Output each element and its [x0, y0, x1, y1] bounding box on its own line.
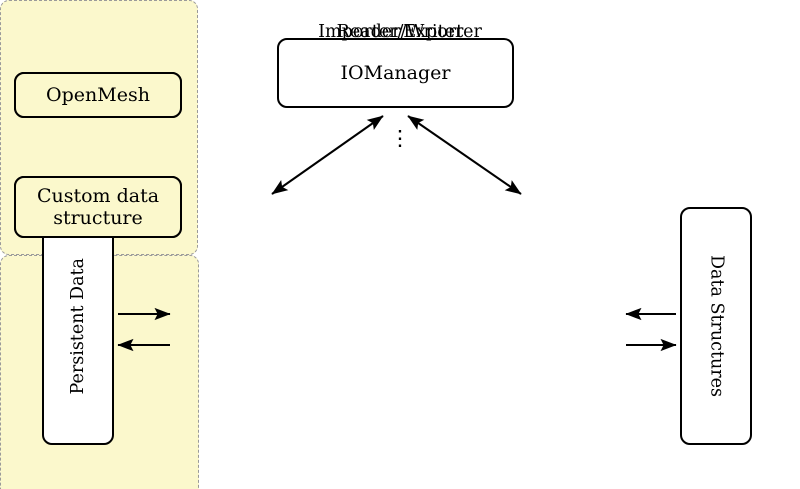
group-importer-exporter-item-custom-data-structure[interactable]: Custom data structure [14, 176, 182, 238]
node-persistent-data[interactable]: Persistent Data [42, 207, 114, 445]
data-structures-label: Data Structures [706, 255, 727, 397]
item-label-custom-data-structure-line2: structure [53, 207, 143, 229]
group-reader-writer-ellipsis: ⋮ [389, 126, 411, 150]
node-iomanager[interactable]: IOManager [277, 38, 514, 108]
group-importer-exporter-ellipsis: ⋮ [389, 126, 411, 150]
group-importer-exporter-item-openmesh[interactable]: OpenMesh [14, 72, 182, 118]
persistent-data-label: Persistent Data [67, 257, 88, 395]
node-data-structures[interactable]: Data Structures [680, 207, 752, 445]
group-importer-exporter-title: Importer/Exporter [318, 22, 482, 42]
group-reader-writer-title: Reader/Writer [336, 22, 464, 42]
iomanager-label: IOManager [340, 61, 451, 84]
item-label-openmesh: OpenMesh [46, 83, 150, 106]
item-label-custom-data-structure-line1: Custom data [36, 184, 160, 207]
